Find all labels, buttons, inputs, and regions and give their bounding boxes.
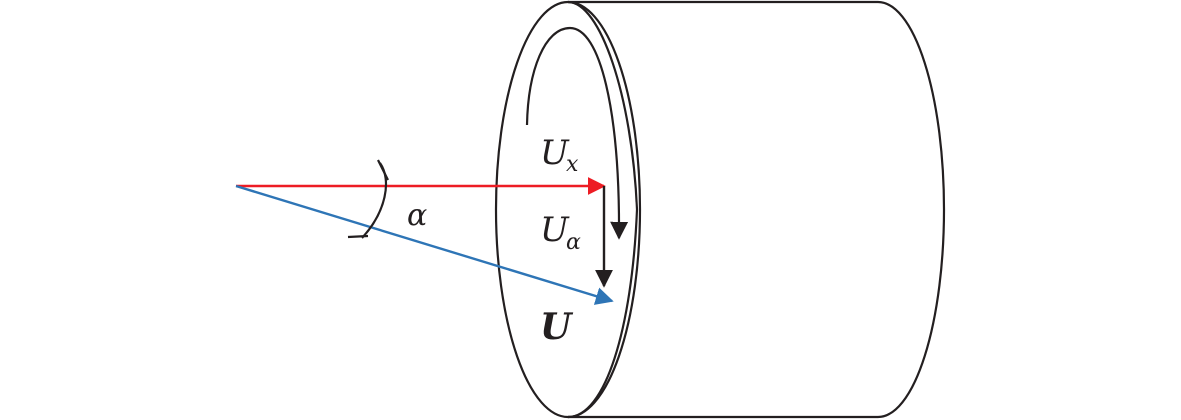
cylinder-inner-rim <box>567 0 639 419</box>
angle-label: α <box>407 198 427 233</box>
cylinder-back-end <box>877 0 946 419</box>
swirl-arrow <box>525 26 629 240</box>
angle-marker <box>347 159 389 239</box>
resultant-velocity-label: U <box>540 306 574 348</box>
angle-tick-top <box>377 159 389 181</box>
circumferential-velocity-subscript: α <box>566 230 581 255</box>
circumferential-velocity-label: U <box>540 210 570 250</box>
axial-velocity-label: U <box>540 133 570 173</box>
axial-velocity-subscript: x <box>566 152 579 177</box>
cylinder <box>494 0 946 419</box>
resultant-velocity-arrow <box>235 184 614 305</box>
angle-tick-bottom <box>347 234 369 239</box>
